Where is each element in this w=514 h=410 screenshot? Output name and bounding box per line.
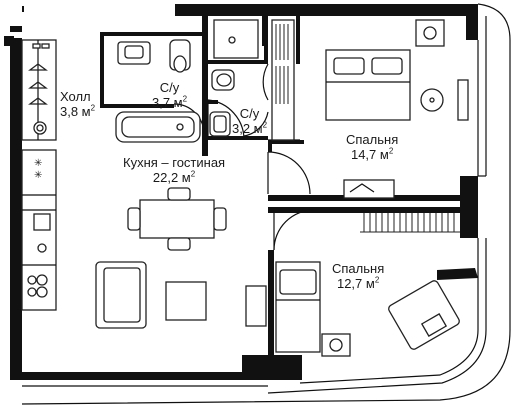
room-label-hall: Холл 3,8 м2 — [60, 89, 95, 119]
wardrobe-row — [360, 213, 460, 233]
room-area: 22,2 м2 — [152, 169, 196, 185]
room-label-bedroom-1: Спальня 14,7 м2 — [346, 132, 398, 162]
room-name: С/у — [159, 80, 180, 95]
bedroom2-furniture — [245, 261, 460, 357]
room-area: 12,7 м2 — [336, 275, 380, 291]
facade-glazing — [21, 3, 511, 405]
svg-text:✳: ✳ — [34, 158, 42, 169]
svg-text:✳: ✳ — [34, 170, 42, 181]
bathroom1-fixtures — [115, 19, 259, 143]
living-furniture — [95, 187, 227, 329]
room-name: С/у — [239, 106, 260, 121]
room-name: Кухня – гостиная — [123, 155, 226, 170]
room-label-bedroom-2: Спальня 12,7 м2 — [332, 261, 384, 291]
room-label-kitchen-living: Кухня – гостиная 22,2 м2 — [123, 155, 225, 185]
room-name: Холл — [60, 89, 91, 104]
room-area: 14,7 м2 — [350, 146, 394, 162]
room-name: Спальня — [346, 132, 399, 147]
hall-wardrobe — [21, 39, 57, 141]
doors — [173, 63, 315, 251]
room-area: 3,7 м2 — [152, 94, 188, 110]
room-area: 3,8 м2 — [60, 103, 96, 119]
room-name: Спальня — [332, 261, 385, 276]
kitchen-unit: ✳ ✳ — [21, 149, 57, 311]
bathroom2-fixtures — [209, 69, 235, 137]
room-area: 3,2 м2 — [232, 120, 268, 136]
room-label-bathroom-2: С/у 3,2 м2 — [232, 106, 267, 136]
room-label-bathroom-1: С/у 3,7 м2 — [152, 80, 187, 110]
bedroom1-furniture — [271, 19, 469, 199]
